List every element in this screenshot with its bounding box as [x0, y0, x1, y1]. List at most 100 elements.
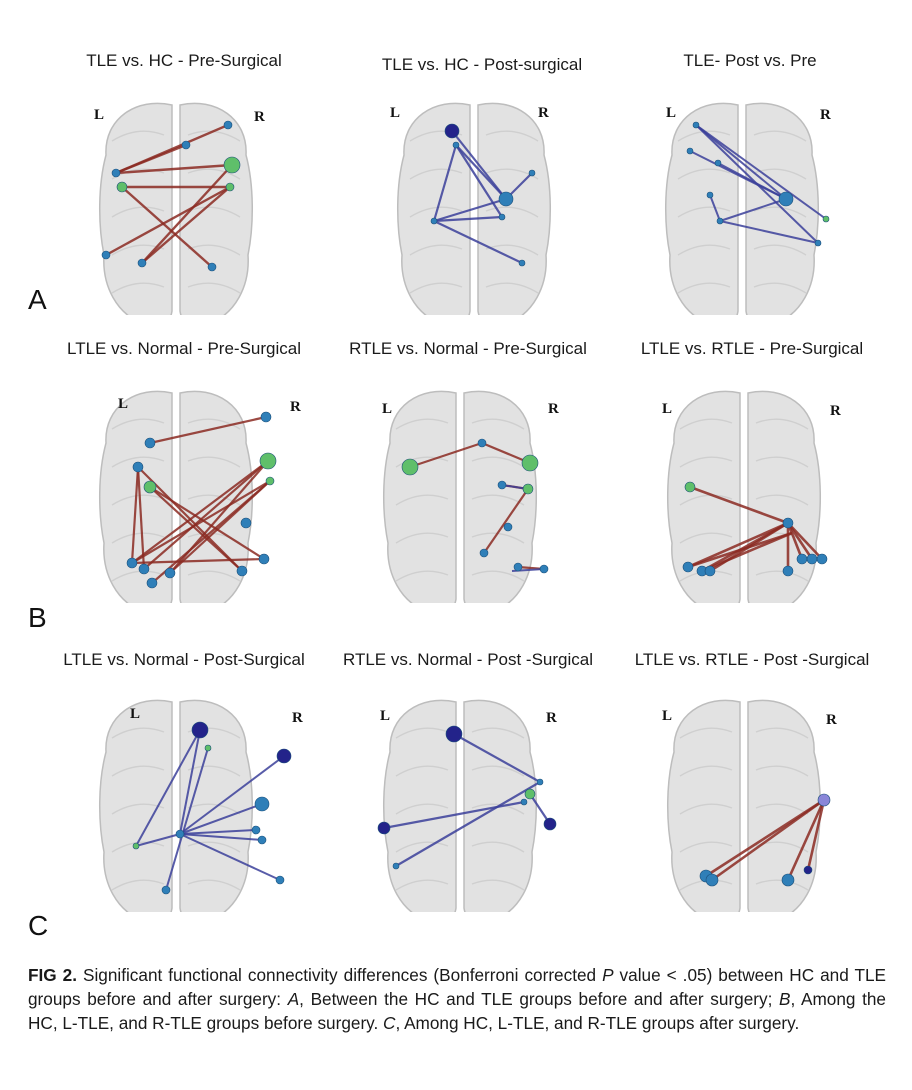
node-blue — [498, 191, 514, 207]
hemisphere — [477, 102, 552, 315]
node-blue — [513, 562, 523, 572]
node-green — [143, 480, 157, 494]
node-blue — [498, 213, 506, 221]
caption-text: Significant functional connectivity diff… — [76, 965, 603, 985]
node-navy — [445, 725, 463, 743]
gyrus-line — [187, 418, 241, 430]
panel-c3: LTLE vs. RTLE - Post -Surgical L R — [602, 642, 902, 942]
connection-edge — [786, 799, 826, 881]
connection-edge — [165, 747, 209, 891]
brain-outline — [666, 390, 822, 603]
connection-edge — [141, 164, 233, 264]
node-green — [522, 483, 534, 495]
node-green — [401, 458, 419, 476]
node-blue — [782, 517, 794, 529]
gyrus-line — [471, 727, 525, 739]
gyrus-line — [111, 418, 165, 430]
connection-edge — [121, 186, 213, 268]
node-blue — [778, 191, 794, 207]
node-blue — [181, 140, 191, 150]
gyrus-line — [677, 206, 731, 218]
gyrus-line — [187, 841, 241, 853]
gyrus-line — [111, 570, 165, 582]
node-green — [132, 842, 140, 850]
gyrus-line — [395, 879, 449, 891]
panel-b1: LTLE vs. Normal - Pre-Surgical L R — [34, 333, 334, 633]
gyrus-line — [755, 456, 809, 468]
gyrus-line — [187, 570, 241, 582]
node-navy — [543, 817, 557, 831]
node-blue — [137, 258, 147, 268]
connection-edge — [149, 486, 243, 572]
hemisphere — [666, 699, 741, 912]
gyrus-line — [471, 570, 525, 582]
panel-title: TLE- Post vs. Pre — [683, 51, 817, 70]
connection-edge — [115, 163, 233, 175]
gyrus-line — [395, 841, 449, 853]
connection-edge — [383, 800, 525, 830]
panel-b3: LTLE vs. RTLE - Pre-Surgical L R — [602, 333, 902, 633]
panel-title: LTLE vs. RTLE - Post -Surgical — [634, 650, 870, 669]
node-green — [116, 181, 128, 193]
connection-edge — [701, 531, 793, 573]
caption-ref-a: A — [287, 989, 300, 1009]
node-navy — [803, 865, 813, 875]
gyrus-line — [755, 570, 809, 582]
caption-ref-c: C — [383, 1013, 396, 1033]
gyrus-line — [111, 494, 165, 506]
node-blue — [518, 259, 526, 267]
caption-label: FIG 2. — [28, 965, 77, 985]
node-blue — [254, 796, 270, 812]
connection-edge — [136, 466, 146, 570]
brain-a1 — [98, 102, 254, 315]
hemisphere — [179, 390, 254, 603]
connection-edge — [433, 220, 523, 264]
connection-edge — [131, 480, 271, 564]
left-hemisphere-label: L — [382, 401, 393, 417]
connection-edge — [695, 124, 819, 244]
gyrus-line — [471, 879, 525, 891]
right-hemisphere-label: R — [254, 109, 265, 125]
brain-c3 — [666, 699, 831, 912]
hemisphere — [747, 699, 822, 912]
node-blue — [816, 553, 828, 565]
node-blue — [207, 262, 217, 272]
node-blue — [223, 120, 233, 130]
gyrus-line — [679, 765, 733, 777]
hemisphere — [747, 390, 822, 603]
gyrus-line — [679, 456, 733, 468]
node-blue — [260, 411, 272, 423]
caption-ref-b: B — [779, 989, 791, 1009]
connection-edge — [149, 486, 265, 560]
node-blue — [275, 875, 285, 885]
brain-outline — [98, 699, 254, 912]
right-hemisphere-label: R — [290, 399, 301, 415]
node-navy — [191, 721, 209, 739]
left-hemisphere-label: L — [662, 401, 673, 417]
panel-title: RTLE vs. Normal - Post -Surgical — [342, 650, 594, 669]
connection-edge — [395, 781, 541, 867]
gyrus-line — [679, 532, 733, 544]
brain-b3 — [666, 390, 828, 603]
node-blue — [477, 438, 487, 448]
connection-edge — [455, 144, 507, 200]
connection-edge — [135, 833, 181, 847]
node-blue — [392, 862, 400, 870]
node-blue — [781, 873, 795, 887]
connection-edge — [695, 124, 787, 200]
node-blue — [539, 564, 549, 574]
figure-caption: FIG 2. Significant functional connectivi… — [28, 963, 886, 1035]
connection-edge — [179, 755, 285, 835]
gyrus-line — [409, 244, 463, 256]
hemisphere — [664, 102, 739, 315]
node-green — [524, 788, 536, 800]
connection-edge — [179, 829, 257, 835]
connection-edge — [179, 803, 263, 835]
panel-c1: LTLE vs. Normal - Post-Surgical L R — [34, 642, 334, 942]
gyrus-line — [471, 456, 525, 468]
connection-edge — [689, 485, 789, 525]
caption-text: , Between the HC and TLE groups before a… — [299, 989, 780, 1009]
gyrus-line — [471, 765, 525, 777]
node-blue — [692, 121, 700, 129]
gyrus-line — [187, 879, 241, 891]
